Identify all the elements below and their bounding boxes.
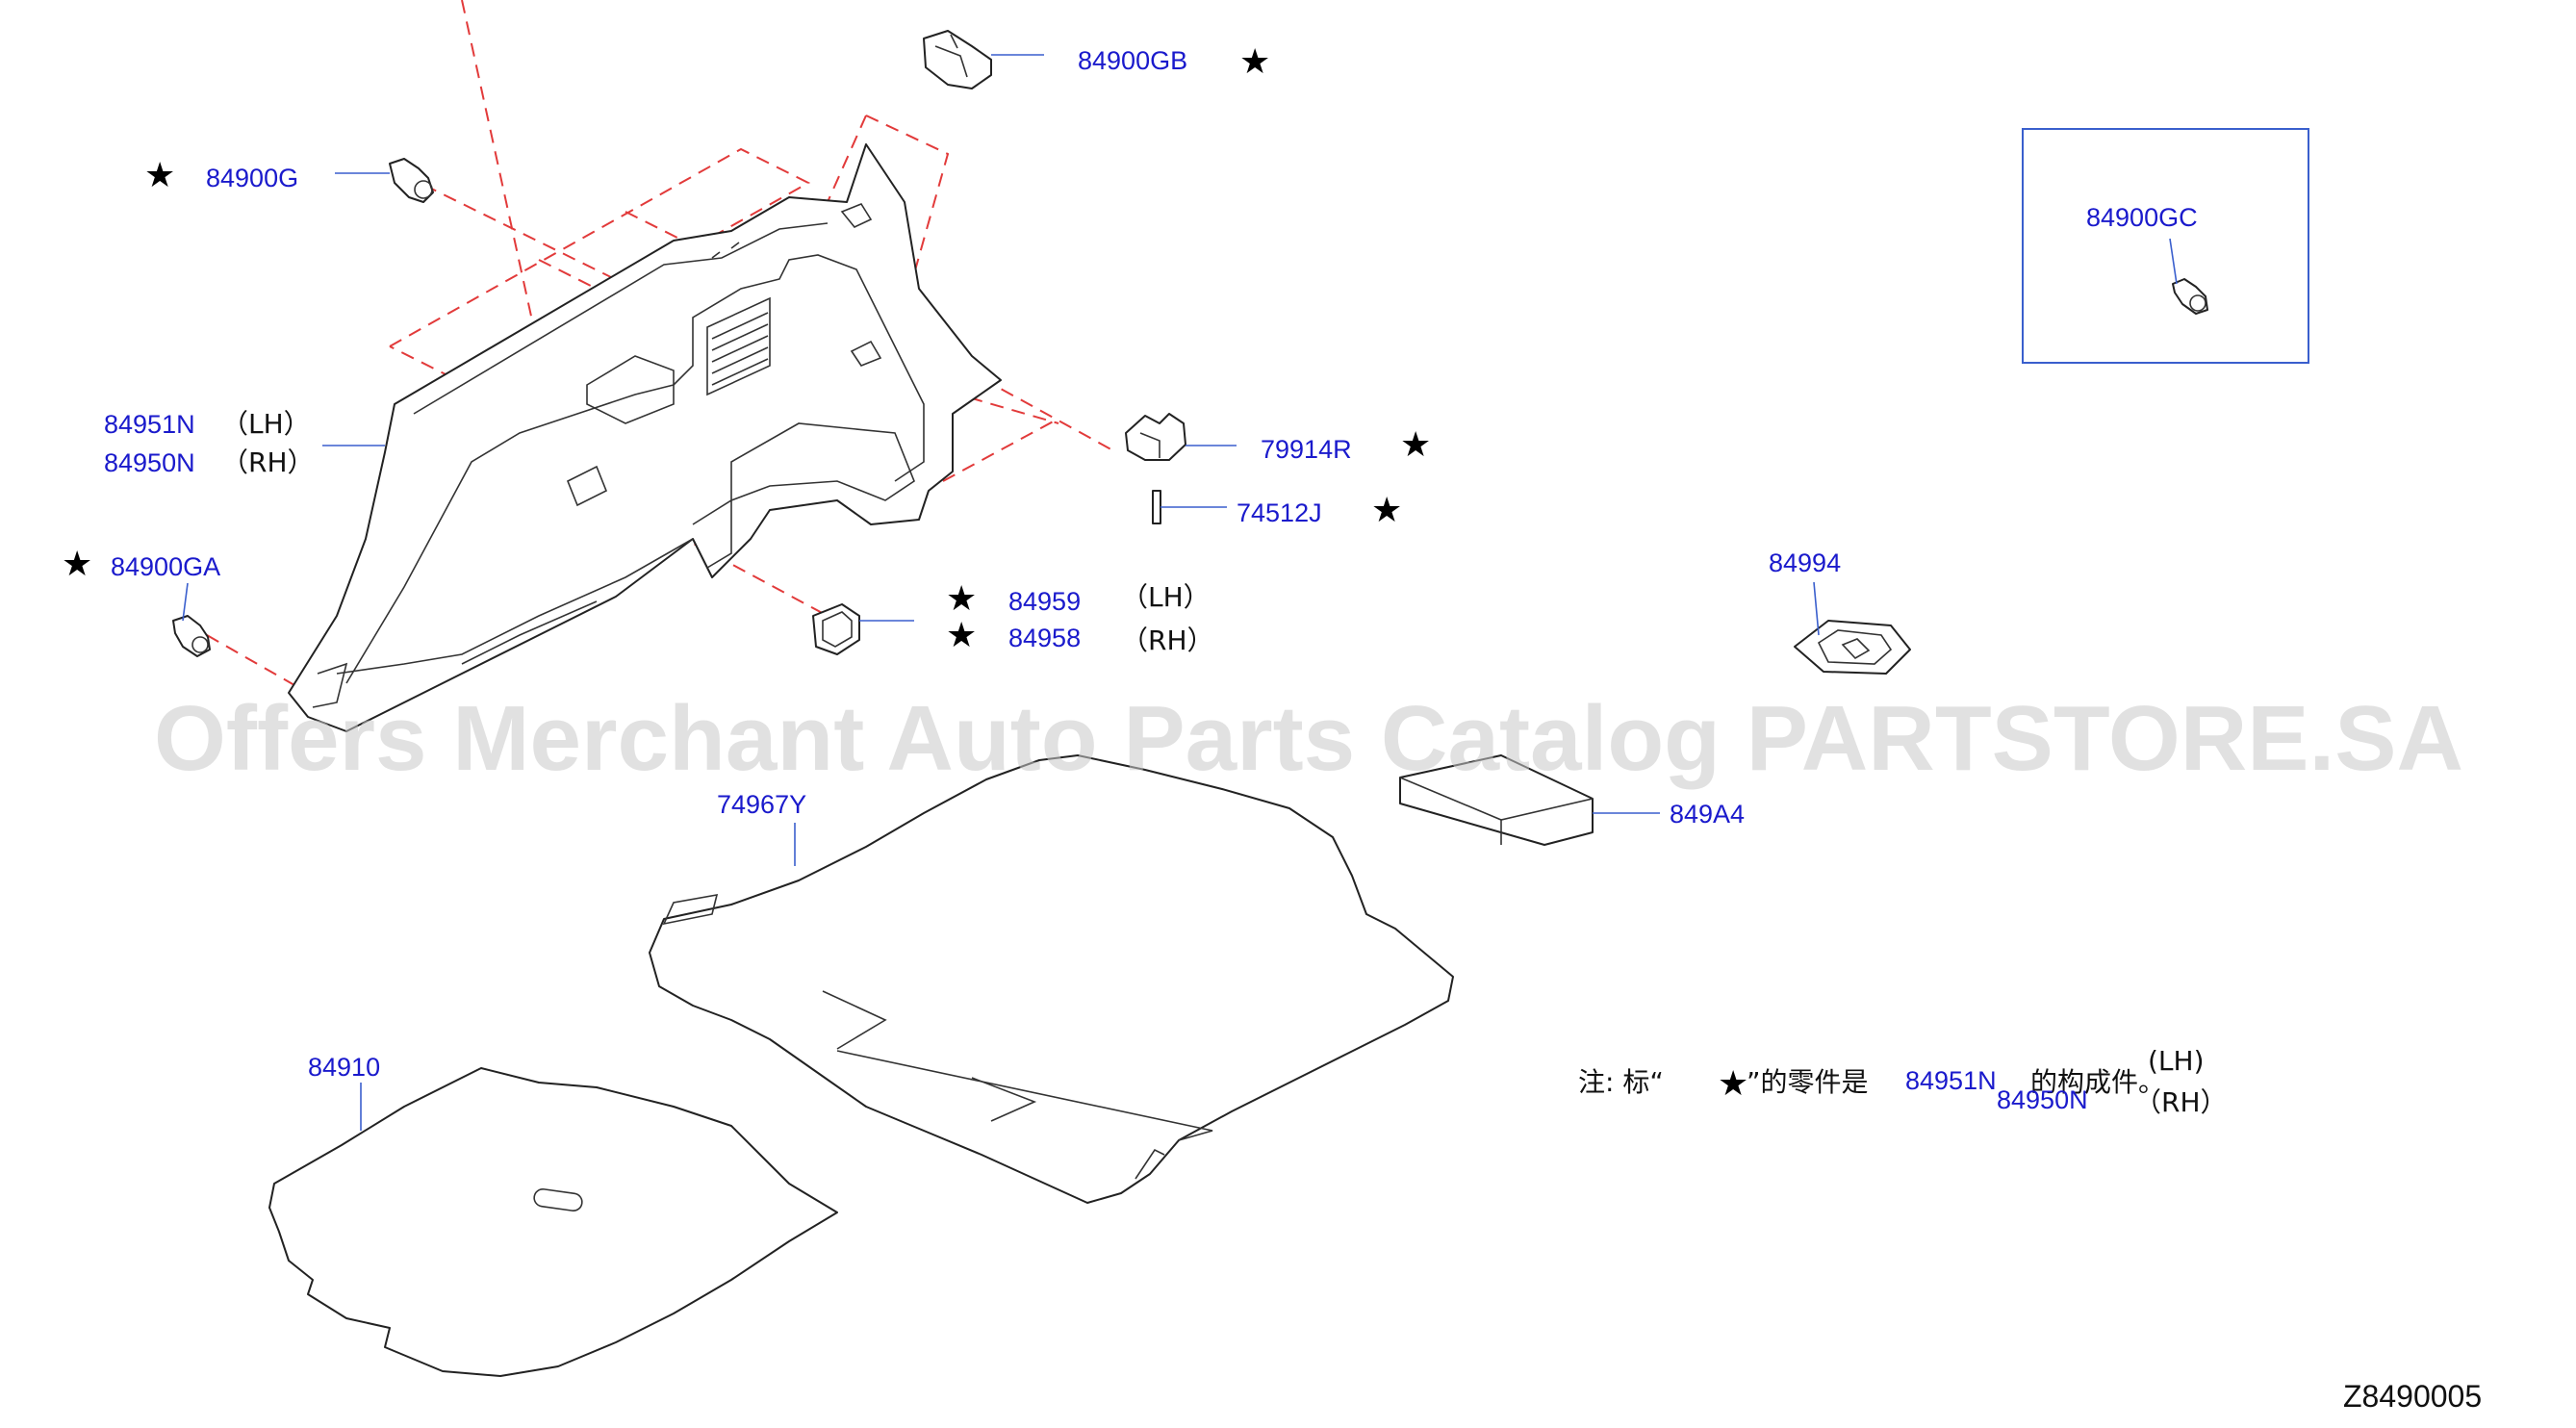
watermark-text: Offers Merchant Auto Parts Catalog PARTS… <box>154 687 2463 790</box>
label-84951n[interactable]: 84951N <box>104 410 195 439</box>
label-84900gc[interactable]: 84900GC <box>2086 203 2198 232</box>
label-84950n[interactable]: 84950N <box>104 448 195 477</box>
star-mark-84900gb: ★ <box>1239 42 1270 82</box>
side-rh-84950n: （RH） <box>221 446 315 478</box>
note-suffix: ”的零件是 <box>1747 1066 1869 1098</box>
star-mark-74512j: ★ <box>1371 491 1402 530</box>
bracket-79914r-shape <box>1125 413 1186 461</box>
label-74967y[interactable]: 74967Y <box>717 790 806 819</box>
side-lh-84959: （LH） <box>1121 581 1211 613</box>
label-79914r[interactable]: 79914R <box>1261 435 1352 464</box>
clip-84900gb-shape <box>923 30 992 89</box>
note-prefix: 注: 标“ <box>1578 1066 1664 1098</box>
cap-84959-shape <box>812 603 860 655</box>
star-note: 注: 标“ ★ ”的零件是 84951N 的构成件。 (LH) 84950N （… <box>1578 1045 2228 1118</box>
side-rh-84958: （RH） <box>1121 625 1214 656</box>
star-mark-84959: ★ <box>946 579 977 619</box>
leader-lines <box>182 54 1820 1131</box>
star-mark-84900ga: ★ <box>62 545 92 584</box>
inset-84900gc <box>2022 128 2309 364</box>
star-mark-79914r: ★ <box>1400 425 1431 465</box>
trunk-side-trim <box>288 143 1002 732</box>
label-84900g[interactable]: 84900G <box>206 164 298 192</box>
label-84959[interactable]: 84959 <box>1008 587 1081 616</box>
label-84900gb[interactable]: 84900GB <box>1078 46 1187 75</box>
label-84910[interactable]: 84910 <box>308 1053 380 1082</box>
note-side-rh: （RH） <box>2134 1086 2228 1118</box>
block-849a4-shape <box>1399 754 1594 846</box>
floor-board-74967y-shape <box>649 754 1454 1204</box>
star-mark-84958: ★ <box>946 616 977 655</box>
note-part-84951n[interactable]: 84951N <box>1905 1066 1997 1095</box>
note-side-lh: (LH) <box>2148 1045 2205 1077</box>
plate-84994-shape <box>1794 620 1911 675</box>
label-849a4[interactable]: 849A4 <box>1670 800 1745 829</box>
label-84900ga[interactable]: 84900GA <box>111 552 220 581</box>
part-labels: 84900GB ★ ★ 84900G 84951N （LH） 84950N （R… <box>62 42 2198 1082</box>
side-lh-84951n: （LH） <box>221 408 311 440</box>
pin-74512j-shape <box>1152 490 1161 524</box>
floor-mat-84910-shape <box>268 1067 838 1377</box>
note-star-mark: ★ <box>1718 1064 1748 1104</box>
star-mark-84900g: ★ <box>144 156 175 195</box>
label-74512j[interactable]: 74512J <box>1237 498 1322 527</box>
note-tail: 的构成件。 <box>2030 1066 2165 1098</box>
diagram-code: Z8490005 <box>2343 1379 2482 1414</box>
label-84994[interactable]: 84994 <box>1769 548 1841 577</box>
clip-84900g-shape <box>389 158 434 203</box>
label-84958[interactable]: 84958 <box>1008 624 1081 652</box>
clip-84900ga-shape <box>172 615 211 657</box>
note-part-84950n[interactable]: 84950N <box>1997 1085 2088 1114</box>
